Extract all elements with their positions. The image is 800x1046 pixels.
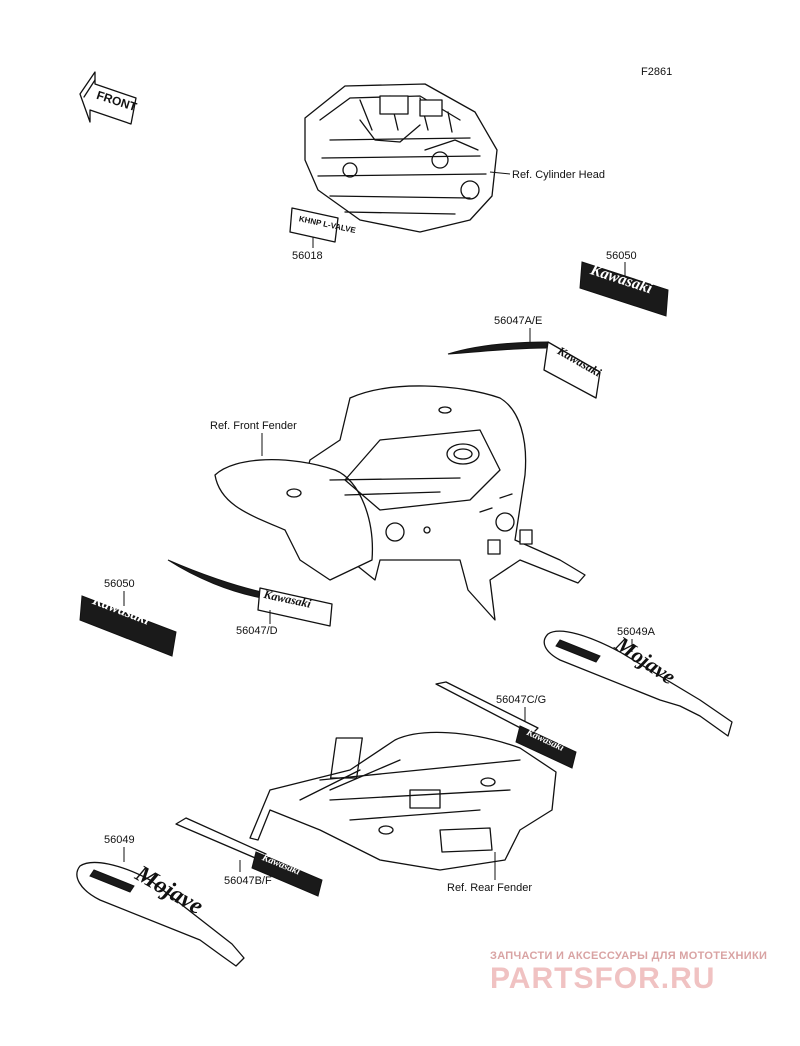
stripe-decal-56047AE: Kawasaki (447, 341, 604, 399)
ref-rear-fender-label: Ref. Rear Fender (447, 882, 532, 894)
mojave-decal-56049: Mojave (76, 860, 245, 967)
kawasaki-decal-top: Kawasaki (579, 261, 669, 317)
valve-label-decal: KHNP L-VALVE (289, 207, 357, 243)
cylinder-head-drawing (304, 83, 498, 233)
ref-front-fender-label: Ref. Front Fender (210, 420, 297, 432)
part-56049: 56049 (104, 834, 135, 846)
part-56047CG: 56047C/G (496, 694, 546, 706)
stripe-decal-56047D: Kawasaki (167, 559, 333, 627)
part-56049A: 56049A (617, 626, 656, 638)
part-56047D: 56047/D (236, 625, 278, 637)
rear-fender-drawing (249, 731, 557, 871)
mojave-decal-56049A: Mojave (543, 631, 733, 737)
part-56050-top: 56050 (606, 250, 637, 262)
part-56047BF: 56047B/F (224, 875, 272, 887)
stripe-decal-56047CG: Kawasaki (435, 681, 577, 769)
kawasaki-decal-left: Kawasaki (79, 592, 177, 657)
part-56047AE: 56047A/E (494, 315, 542, 327)
front-fender-drawing (214, 385, 586, 621)
ref-cylinder-head-label: Ref. Cylinder Head (512, 169, 605, 181)
part-56050-left: 56050 (104, 578, 135, 590)
part-56018: 56018 (292, 250, 323, 262)
figure-code: F2861 (641, 66, 672, 78)
front-arrow-icon: FRONT (79, 71, 139, 125)
watermark-logo: PARTSFOR.RU (490, 962, 716, 995)
watermark-caption: ЗАПЧАСТИ И АКСЕССУАРЫ ДЛЯ МОТОТЕХНИКИ (490, 950, 768, 962)
